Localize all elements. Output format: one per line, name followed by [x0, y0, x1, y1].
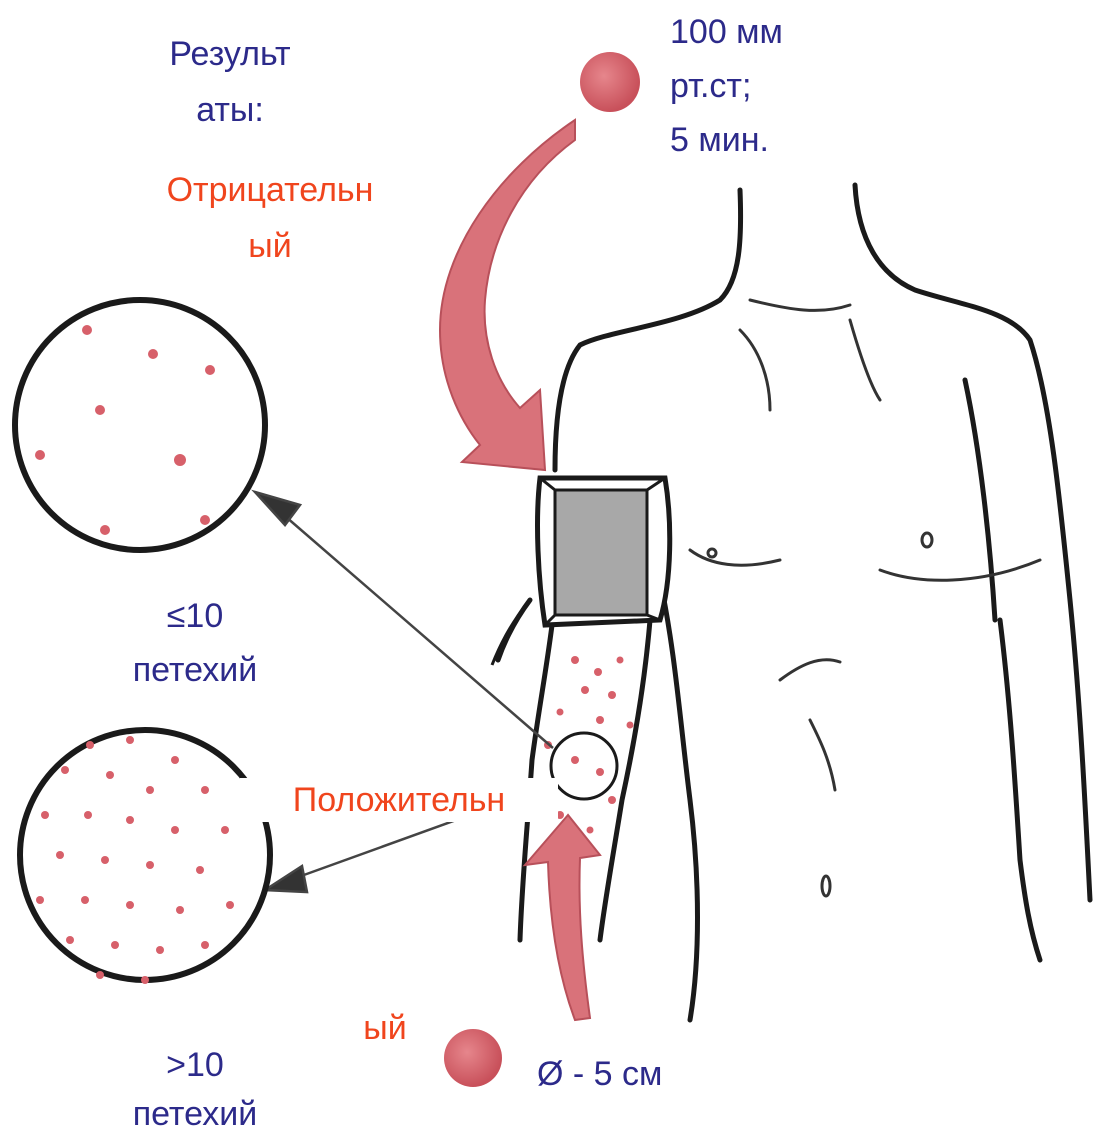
diameter-arrow — [525, 815, 600, 1020]
results-label-line2: аты: — [145, 88, 315, 132]
pressure-dot-icon — [580, 52, 640, 112]
positive-label-line2: ый — [330, 1006, 440, 1050]
negative-result-circle — [15, 300, 265, 550]
positive-count-line2: петехий — [90, 1092, 300, 1131]
negative-label-line1: Отрицательн — [125, 168, 415, 212]
pressure-label-line1: 100 мм — [670, 10, 783, 54]
inspection-area-circle — [551, 733, 617, 799]
pressure-label-line2: рт.ст; — [670, 64, 751, 108]
positive-label-line1: Положительн — [240, 778, 558, 822]
negative-label-line2: ый — [125, 224, 415, 268]
chest-details — [690, 300, 1040, 896]
diameter-dot-icon — [444, 1029, 502, 1087]
positive-result-circle — [20, 730, 270, 984]
blood-pressure-cuff — [492, 478, 670, 665]
negative-count-line1: ≤10 — [110, 594, 280, 638]
diameter-label: Ø - 5 см — [537, 1052, 662, 1096]
pointer-arrows — [255, 492, 553, 892]
positive-count-line1: >10 — [110, 1043, 280, 1087]
pressure-arrow — [440, 120, 575, 470]
results-label-line1: Результ — [145, 32, 315, 76]
negative-count-line2: петехий — [90, 648, 300, 692]
pressure-label-line3: 5 мин. — [670, 118, 769, 162]
